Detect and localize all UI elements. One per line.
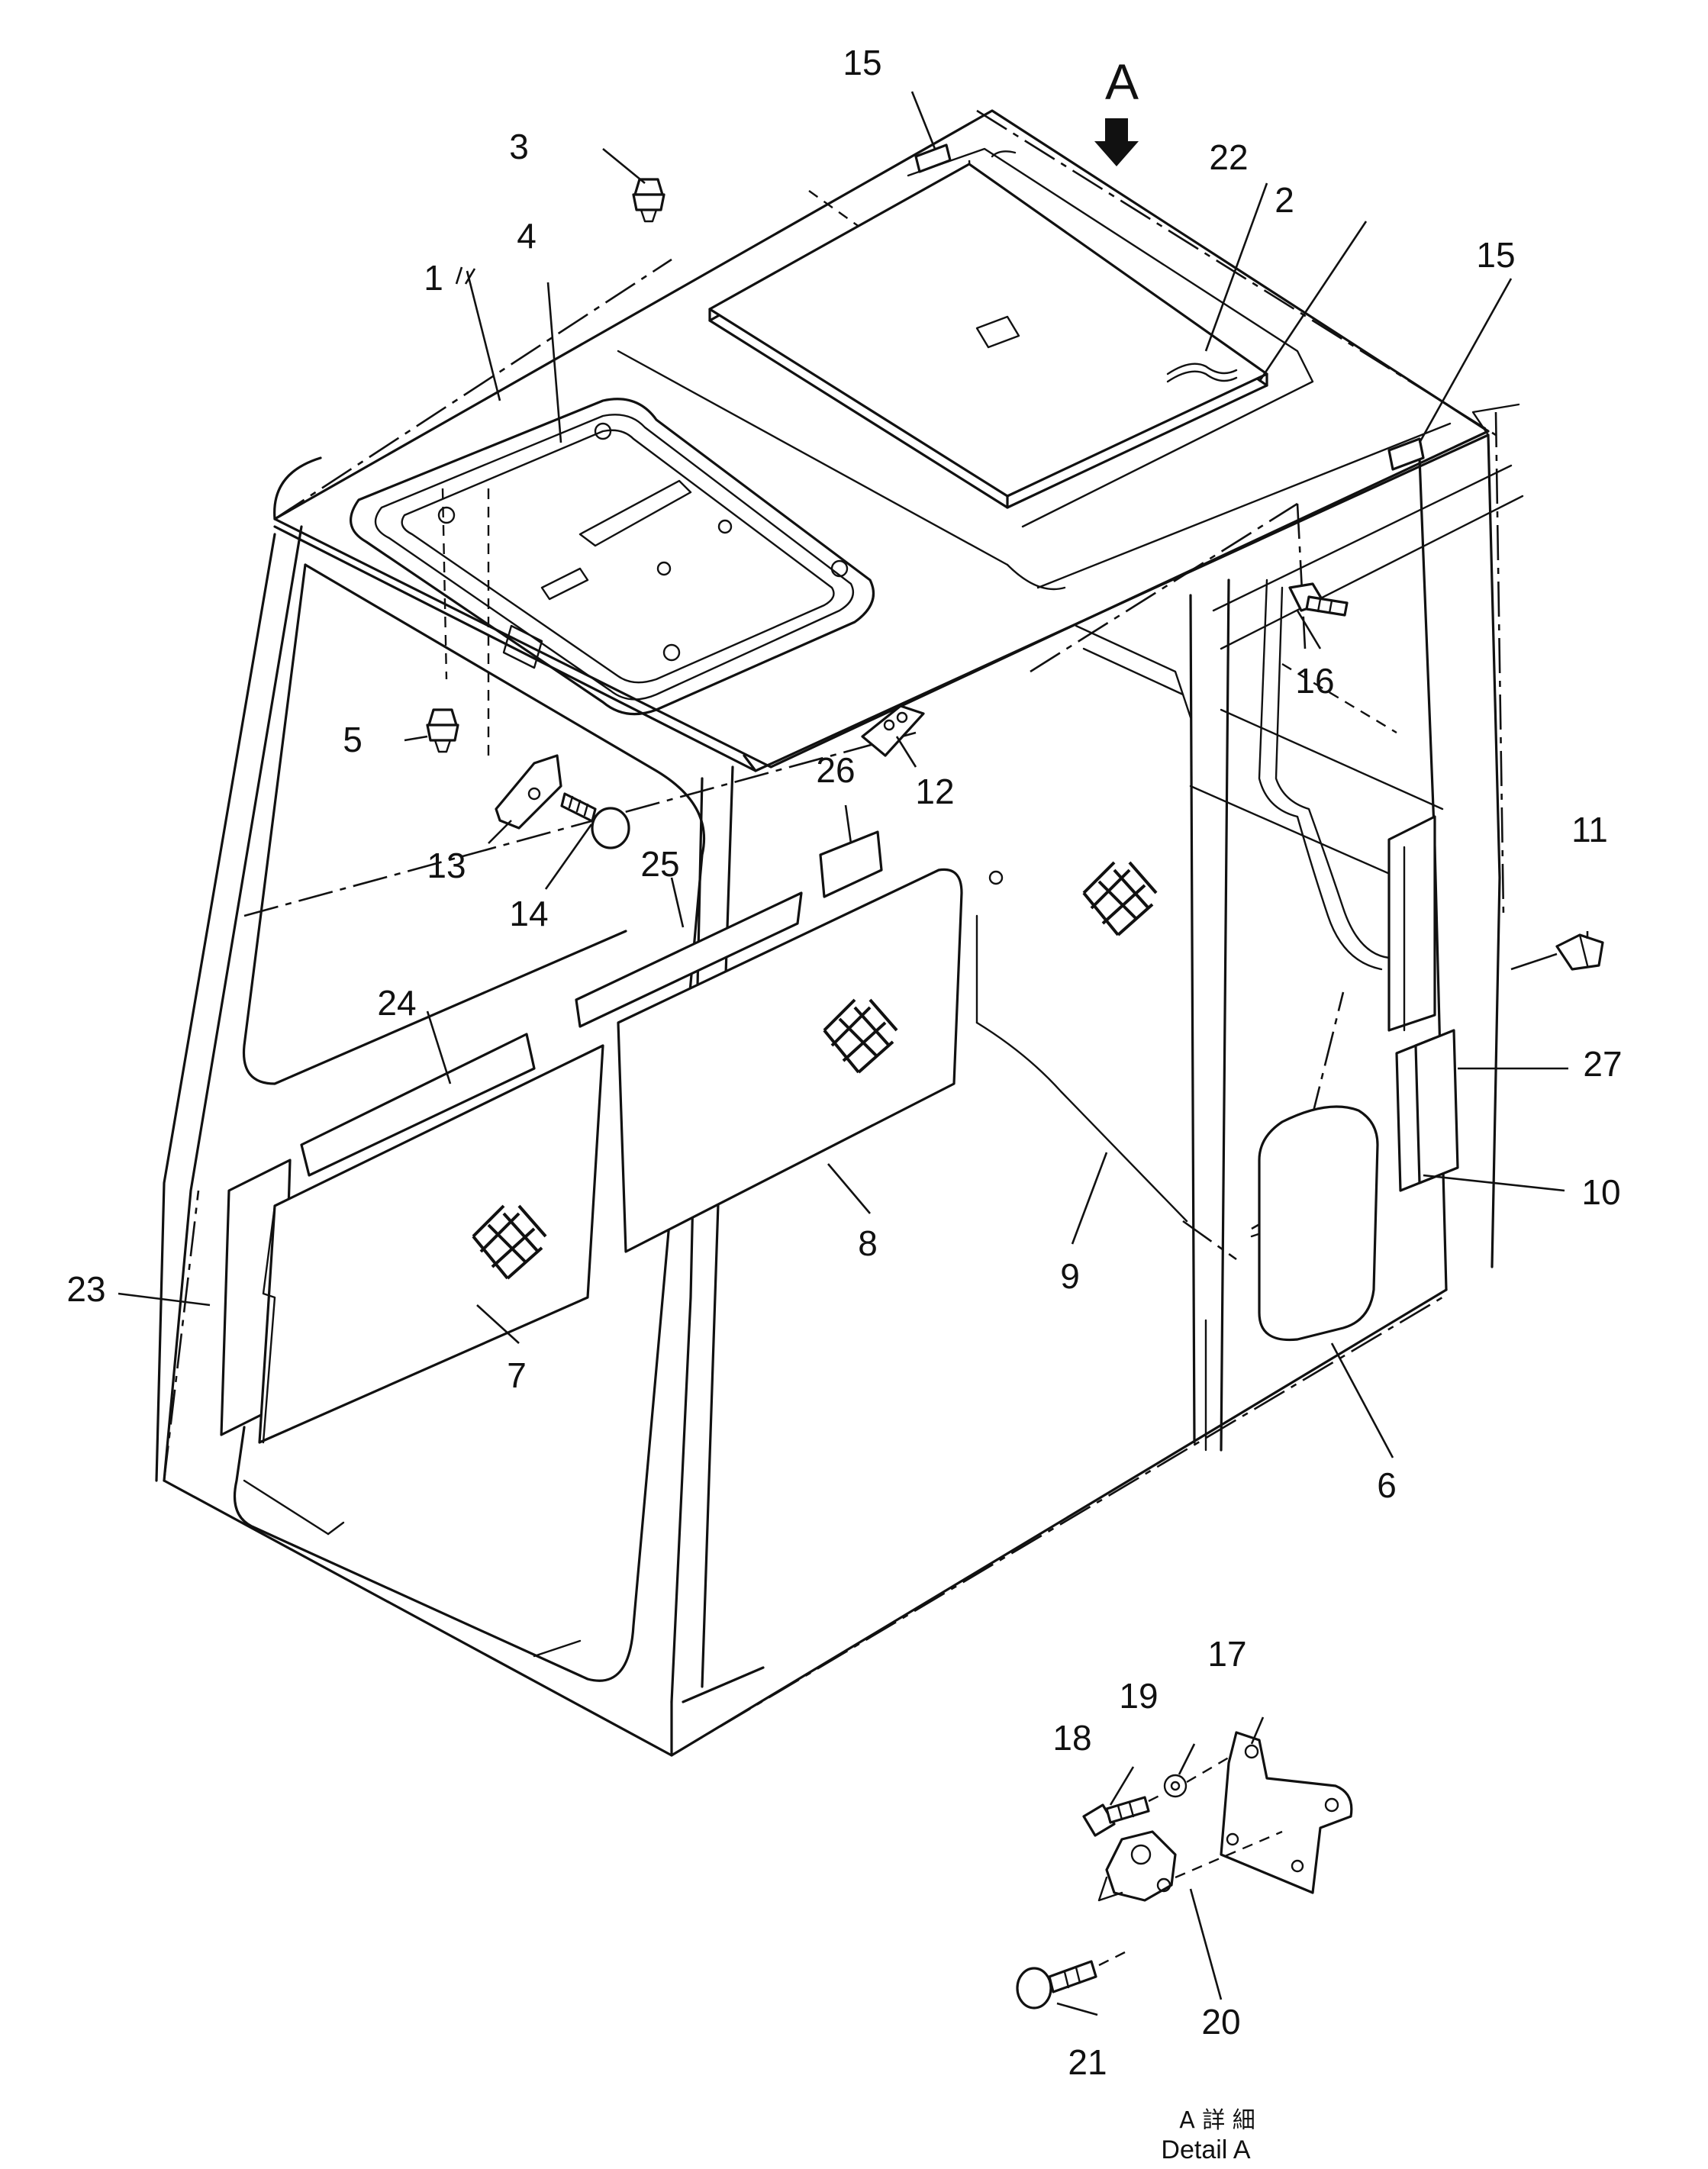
callout-24: 24 <box>377 983 416 1023</box>
detail-a-latch-assembly <box>1016 1731 1353 2009</box>
callout-8: 8 <box>858 1223 878 1263</box>
callout-4: 4 <box>517 216 537 256</box>
callout-3: 3 <box>509 127 529 166</box>
callout-6: 6 <box>1377 1465 1397 1505</box>
leader-lines <box>118 91 1589 2016</box>
callout-21: 21 <box>1068 2042 1107 2082</box>
bolt-part-16 <box>1288 582 1349 617</box>
cable-harness <box>1258 579 1383 971</box>
trim-panel-part-7 <box>258 1044 604 1444</box>
callout-19: 19 <box>1119 1676 1158 1716</box>
view-marker-a: A <box>1105 53 1139 110</box>
callout-23: 23 <box>66 1269 105 1309</box>
plate-part-15-left <box>914 143 952 173</box>
callout-16: 16 <box>1295 661 1334 701</box>
roof-panel-part-2 <box>708 147 1314 528</box>
callout-15-left: 15 <box>843 43 881 82</box>
callout-13: 13 <box>427 846 466 885</box>
callout-26: 26 <box>816 750 855 790</box>
callout-2: 2 <box>1275 180 1294 220</box>
callout-10: 10 <box>1581 1172 1620 1212</box>
clip-part-11 <box>1555 933 1604 971</box>
callout-27: 27 <box>1583 1044 1622 1084</box>
plate-part-15-right <box>1387 437 1425 471</box>
callout-20: 20 <box>1201 2002 1240 2042</box>
callout-15-right: 15 <box>1476 235 1515 275</box>
trim-panel-part-10-27 <box>1387 815 1459 1192</box>
mesh-markers <box>472 861 1158 1280</box>
trim-panel-part-24 <box>300 1033 536 1177</box>
plate-part-12 <box>861 704 925 757</box>
view-arrow-a <box>1094 118 1139 166</box>
callout-22: 22 <box>1209 137 1248 177</box>
callout-25: 25 <box>640 844 679 884</box>
callout-12: 12 <box>915 772 954 811</box>
callout-9: 9 <box>1060 1256 1080 1296</box>
hatch-bolts <box>437 422 849 662</box>
trim-panel-part-25 <box>575 891 803 1028</box>
callout-5: 5 <box>343 720 363 759</box>
bolt-part-5 <box>426 708 459 753</box>
callout-11: 11 <box>1571 810 1608 849</box>
callout-14: 14 <box>509 894 548 933</box>
bolt-part-14 <box>560 792 630 849</box>
trim-panel-part-8 <box>617 868 963 1253</box>
callout-1: 1 <box>424 258 443 298</box>
detail-caption-jp: A 詳 細 <box>1179 2107 1255 2134</box>
callout-18: 18 <box>1052 1718 1091 1758</box>
bolt-part-3 <box>632 178 665 223</box>
roof-hatch-window <box>350 398 875 716</box>
detail-caption-en: Detail A <box>1161 2135 1250 2164</box>
callout-17: 17 <box>1207 1634 1246 1674</box>
trim-panel-part-26 <box>819 830 883 898</box>
bracket-part-13 <box>495 754 562 830</box>
callout-7: 7 <box>507 1355 527 1395</box>
callout-labels: 1 2 3 4 5 6 7 8 9 10 11 12 13 14 15 15 1… <box>66 43 1622 2164</box>
trim-panel-part-6 <box>1258 1105 1379 1342</box>
